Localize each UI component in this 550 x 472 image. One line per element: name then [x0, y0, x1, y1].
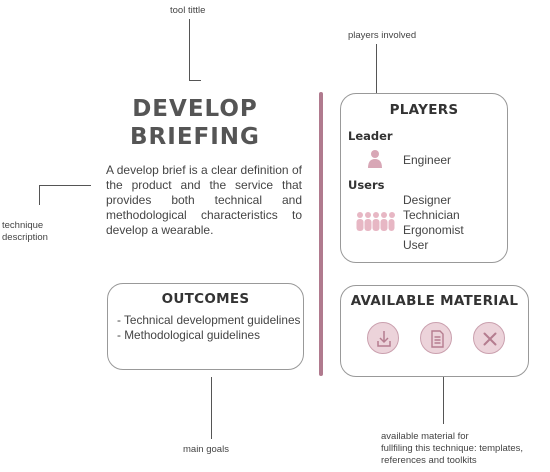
leader-line-description-drop [39, 185, 40, 205]
outcomes-title: OUTCOMES [161, 291, 250, 307]
leader-line-players [376, 44, 377, 94]
material-box: AVAILABLE MATERIAL [340, 285, 529, 377]
outcome-item: - Methodological guidelines [117, 328, 260, 342]
user-role: Technician [403, 208, 460, 222]
outcomes-list: - Technical development guidelines - Met… [117, 313, 303, 343]
tool-title: DEVELOP BRIEFING [130, 96, 260, 150]
users-list: Designer Technician Ergonomist User [403, 193, 464, 253]
outcome-item: - Technical development guidelines [117, 313, 301, 327]
leader-line-tool-title-foot [189, 80, 201, 81]
download-icon[interactable] [367, 322, 399, 354]
user-role: Designer [403, 193, 452, 207]
players-box: PLAYERS Leader Engineer Users Designer T… [340, 93, 508, 263]
annotation-main-goals: main goals [183, 444, 229, 455]
leader-line-description [39, 185, 91, 186]
users-label: Users [348, 178, 385, 192]
players-title: PLAYERS [389, 102, 459, 118]
leader-name: Engineer [403, 153, 452, 167]
technique-description: A develop brief is a clear definition of… [106, 163, 302, 237]
user-role: User [403, 238, 429, 252]
divider-line [319, 92, 323, 376]
leader-line-tool-title [189, 19, 190, 80]
group-icon [355, 211, 395, 238]
annotation-available-material: available material for fullfiling this t… [381, 431, 524, 466]
annotation-technique-description: technique description [2, 220, 48, 243]
annotation-players-involved: players involved [348, 30, 417, 41]
user-role: Ergonomist [403, 223, 464, 237]
leader-line-material [443, 377, 444, 424]
material-title: AVAILABLE MATERIAL [350, 293, 519, 309]
annotation-tool-title: tool tittle [170, 5, 206, 16]
document-icon[interactable] [420, 322, 452, 354]
person-icon [366, 149, 384, 174]
tools-icon[interactable] [473, 322, 505, 354]
leader-label: Leader [348, 129, 393, 143]
leader-line-outcomes [211, 377, 212, 439]
outcomes-box: OUTCOMES - Technical development guideli… [107, 283, 304, 370]
